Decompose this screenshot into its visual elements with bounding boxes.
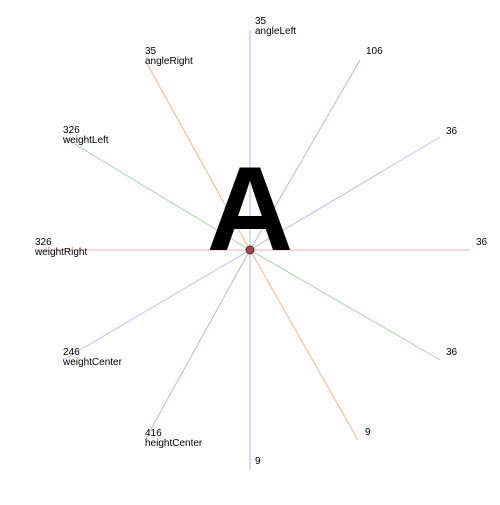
spokes-layer bbox=[35, 30, 470, 470]
center-dot bbox=[245, 245, 255, 255]
spoke-value-angleRight: 35 bbox=[145, 46, 157, 57]
spoke-line-weightCenter bbox=[62, 249, 251, 361]
spoke-label-weightRight: weightRight bbox=[34, 247, 87, 258]
spoke-value-n106: 106 bbox=[366, 46, 383, 57]
spoke-label-weightLeft: weightLeft bbox=[62, 135, 109, 146]
spoke-line-weightLeft bbox=[62, 136, 251, 251]
spoke-value-weightCenter: 246 bbox=[63, 347, 80, 358]
spoke-value-angleLeft: 35 bbox=[255, 16, 267, 27]
spoke-value-n9a: 9 bbox=[365, 427, 371, 438]
spoke-line-n36c bbox=[249, 249, 441, 361]
spoke-value-heightCenter: 416 bbox=[145, 428, 162, 439]
spoke-value-n36a: 36 bbox=[446, 126, 458, 137]
spoke-value-n36b: 36 bbox=[476, 237, 488, 248]
spoke-value-n9b: 9 bbox=[255, 456, 261, 467]
spoke-label-heightCenter: heightCenter bbox=[145, 438, 203, 449]
spoke-label-weightCenter: weightCenter bbox=[62, 357, 123, 368]
spoke-line-n106 bbox=[249, 59, 361, 251]
labels-layer: 35angleLeft10636363699416heightCenter246… bbox=[34, 16, 488, 467]
spoke-line-heightCenter bbox=[144, 249, 251, 441]
spoke-value-n36c: 36 bbox=[446, 347, 458, 358]
spoke-label-angleLeft: angleLeft bbox=[255, 26, 296, 37]
spoke-line-n36a bbox=[249, 136, 441, 251]
spoke-value-weightLeft: 326 bbox=[63, 125, 80, 136]
glyph-letter: A bbox=[207, 142, 294, 276]
spoke-label-angleRight: angleRight bbox=[145, 56, 193, 67]
spoke-line-angleRight bbox=[144, 59, 251, 251]
spoke-line-n9a bbox=[249, 249, 359, 441]
center-marker bbox=[245, 245, 255, 255]
spoke-value-weightRight: 326 bbox=[35, 237, 52, 248]
